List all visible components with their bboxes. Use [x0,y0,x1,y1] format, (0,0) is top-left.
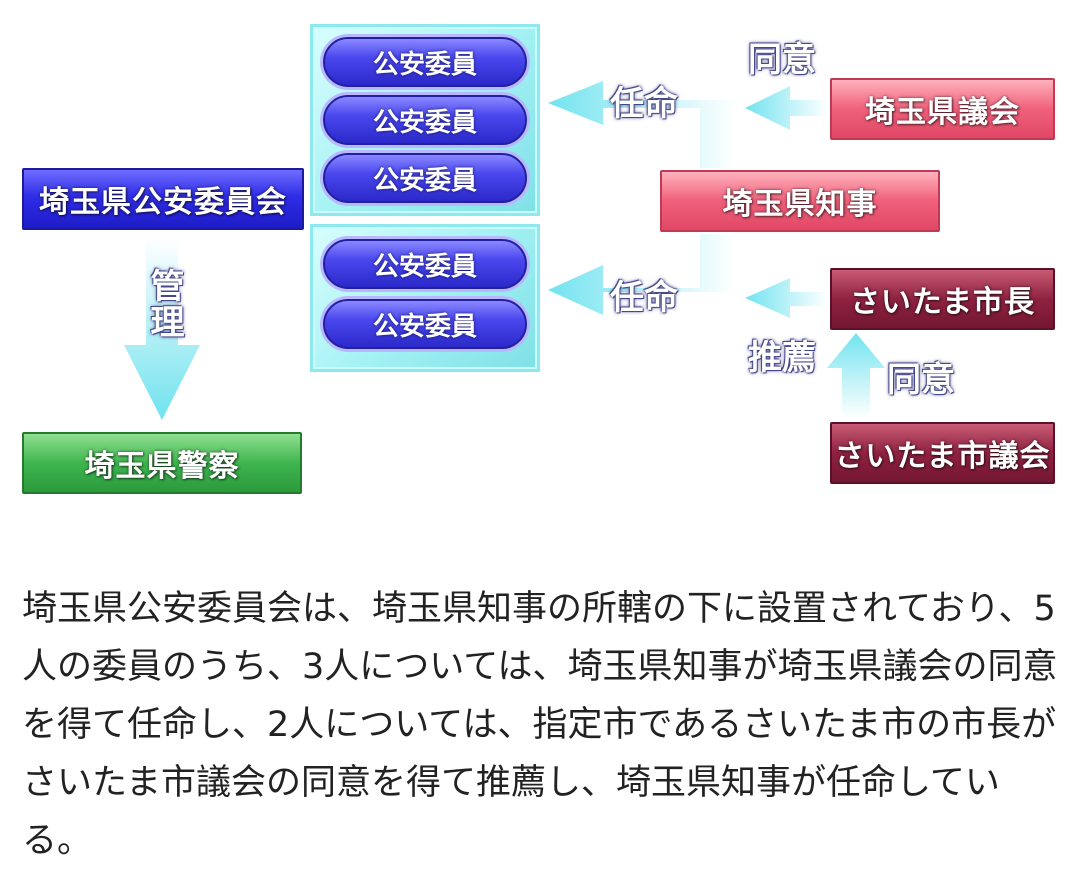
city-assembly-box: さいたま市議会 [830,422,1055,484]
member-pill: 公安委員 [323,95,527,145]
governor-box: 埼玉県知事 [660,170,940,232]
consent-arrow-bottom [827,333,885,418]
manage-arrow [124,238,200,420]
recommend-arrow [745,278,828,318]
consent-label-top: 同意 [748,40,816,80]
mayor-box: さいたま市長 [830,268,1055,330]
appoint-label-top: 任命 [610,84,678,124]
consent-arrow-top [745,86,828,130]
police-box: 埼玉県警察 [22,432,302,494]
member-pill: 公安委員 [323,153,527,203]
appoint-arrow-bottom [548,234,735,315]
recommend-label: 推薦 [748,338,816,378]
member-pill: 公安委員 [323,299,527,349]
member-pill: 公安委員 [323,37,527,87]
appoint-label-bottom: 任命 [610,278,678,318]
member-pill: 公安委員 [323,239,527,289]
pref-assembly-box: 埼玉県議会 [830,78,1055,140]
description-text: 埼玉県公安委員会は、埼玉県知事の所轄の下に設置されており、5人の委員のうち、3人… [22,589,1058,861]
manage-label: 管理 [144,268,184,340]
members-panel-bottom: 公安委員 公安委員 [310,224,540,372]
consent-label-bottom: 同意 [887,360,955,400]
flow-arrows [124,81,885,420]
committee-box: 埼玉県公安委員会 [22,168,304,230]
org-diagram: 埼玉県公安委員会 埼玉県警察 公安委員 公安委員 公安委員 公安委員 公安委員 … [22,24,1055,494]
members-panel-top: 公安委員 公安委員 公安委員 [310,24,540,216]
appoint-arrow-top [548,81,735,168]
